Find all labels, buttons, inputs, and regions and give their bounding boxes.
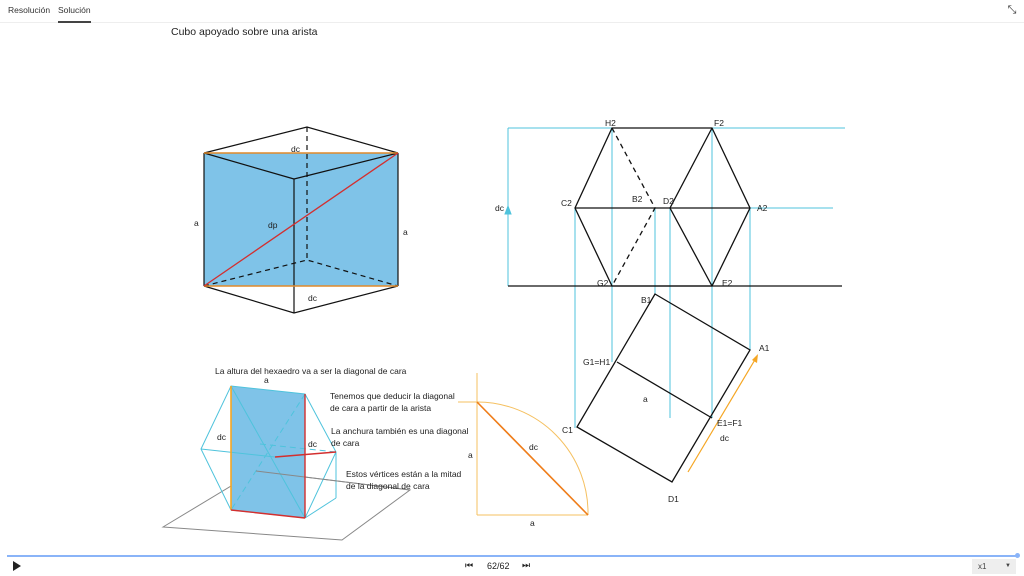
cube-drawing: [203, 126, 399, 314]
tab-resolucion[interactable]: Resolución: [8, 5, 51, 15]
cube-label-dc-top: dc: [291, 144, 301, 154]
play-icon[interactable]: [13, 561, 21, 571]
label-e2: E2: [722, 278, 733, 288]
tab-solucion[interactable]: Solución: [58, 5, 91, 23]
triangle-label-a-left: a: [468, 450, 473, 460]
label-dc: dc: [495, 203, 505, 213]
perspective-label-a: a: [264, 375, 269, 385]
note-vertices-1: Estos vértices están a la mitad: [346, 469, 462, 479]
label-a: a: [643, 394, 648, 404]
cube-label-a-left: a: [194, 218, 199, 228]
cube-label-dp: dp: [268, 220, 278, 230]
label-a1: A1: [759, 343, 770, 353]
label-b2: B2: [632, 194, 643, 204]
drawing-canvas: dc a dp a dc dc H2 F2 C2: [161, 118, 845, 541]
label-f2: F2: [714, 118, 724, 128]
exit-fullscreen-icon[interactable]: ⤡: [1007, 4, 1017, 16]
label-dc-arrow: dc: [720, 433, 730, 443]
label-a2: A2: [757, 203, 768, 213]
label-d1: D1: [668, 494, 679, 504]
triangle-label-a-bottom: a: [530, 518, 535, 528]
speed-value: x1: [978, 562, 987, 571]
note-vertices-2: de la diagonal de cara: [346, 481, 430, 491]
progress-bar[interactable]: [7, 555, 1018, 557]
triangle-construction: [458, 373, 589, 516]
page-title: Cubo apoyado sobre una arista: [171, 26, 318, 38]
cube-label-dc-bottom: dc: [308, 293, 318, 303]
perspective-label-dc-left: dc: [217, 432, 227, 442]
label-c1: C1: [562, 425, 573, 435]
note-anchura-1: La anchura también es una diagonal: [331, 426, 469, 436]
progress-handle[interactable]: [1015, 553, 1020, 558]
previous-step-icon[interactable]: ⏮: [465, 560, 474, 570]
note-deducir-1: Tenemos que deducir la diagonal: [330, 391, 455, 401]
note-deducir-2: de cara a partir de la arista: [330, 403, 431, 413]
perspective-drawing: [161, 385, 412, 541]
cube-label-a-right: a: [403, 227, 408, 237]
tab-bar: Resolución Solución ⤡: [0, 0, 1024, 23]
label-g1h1: G1=H1: [583, 357, 610, 367]
note-anchura-2: de cara: [331, 438, 360, 448]
perspective-label-dc-right: dc: [308, 439, 318, 449]
space-diagonal: [203, 152, 399, 287]
triangle-label-dc: dc: [529, 442, 539, 452]
step-counter: 62/62: [487, 561, 510, 571]
label-c2: C2: [561, 198, 572, 208]
speed-select[interactable]: x1 ▼: [972, 559, 1016, 574]
projection-drawing: [504, 127, 845, 483]
label-e1f1: E1=F1: [717, 418, 743, 428]
next-step-icon[interactable]: ⏭: [522, 560, 531, 570]
label-b1: B1: [641, 295, 652, 305]
note-altura: La altura del hexaedro va a ser la diago…: [215, 366, 407, 376]
label-h2: H2: [605, 118, 616, 128]
chevron-down-icon: ▼: [1005, 563, 1011, 569]
label-d2: D2: [663, 196, 674, 206]
label-g2: G2: [597, 278, 609, 288]
